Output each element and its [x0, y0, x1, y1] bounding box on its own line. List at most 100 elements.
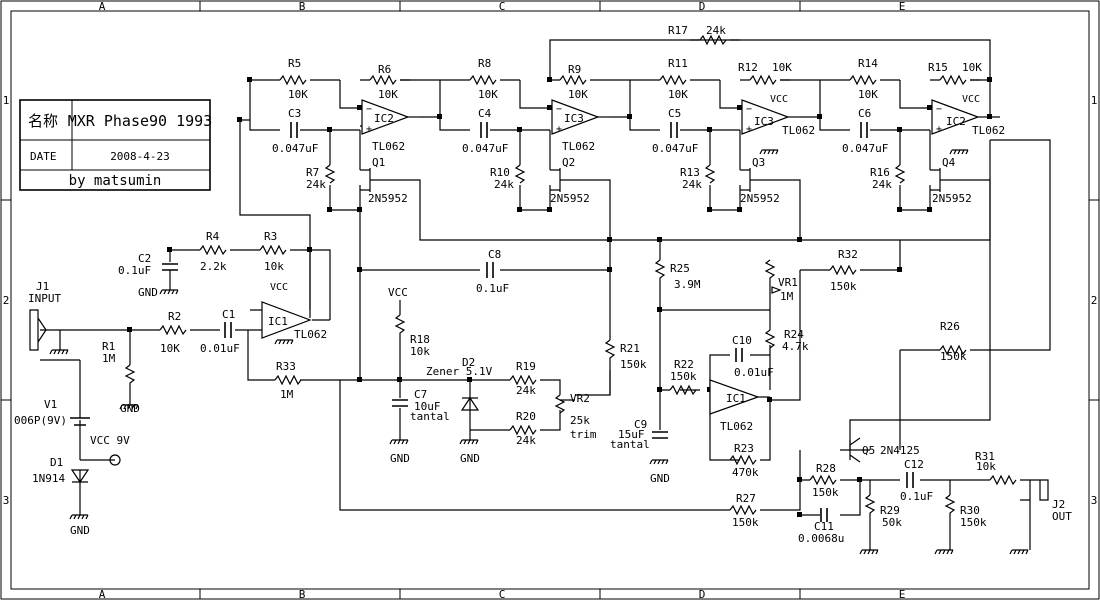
label-q2t: 2N5952 — [550, 192, 590, 205]
label-r6v: 10K — [378, 88, 398, 101]
label-vcc: VCC — [770, 94, 788, 105]
label-out: OUT — [1052, 510, 1072, 523]
row-label-1-right: 1 — [1091, 94, 1098, 107]
row-label-2: 2 — [3, 294, 10, 307]
label-ic1b_t: TL062 — [720, 420, 753, 433]
label-ic1b: IC1 — [726, 392, 746, 405]
label-r19: R19 — [516, 360, 536, 373]
opamp-ic3a — [551, 99, 610, 135]
label-r31v: 10k — [976, 460, 996, 473]
label-q1t: 2N5952 — [368, 192, 408, 205]
label-r15v: 10K — [962, 61, 982, 74]
label-r29v: 50k — [882, 516, 902, 529]
resistors-middle — [394, 259, 1017, 525]
label-r10: R10 — [490, 166, 510, 179]
frame-inner — [10, 10, 1090, 590]
col-label-c-bottom: C — [499, 588, 506, 600]
label-c12v: 0.1uF — [900, 490, 933, 503]
wire-top-bus — [249, 39, 1000, 131]
label-vr2t: trim — [570, 428, 597, 441]
col-label-c: C — [499, 0, 506, 13]
title-name-label: 名称 — [28, 112, 58, 130]
col-label-a-bottom: A — [99, 588, 106, 600]
label-r2: R2 — [168, 310, 181, 323]
label-r21v: 150k — [620, 358, 647, 371]
label-r5v: 10K — [288, 88, 308, 101]
label-v1: V1 — [44, 398, 57, 411]
label-c8v: 0.1uF — [476, 282, 509, 295]
label-r1: R1 — [102, 340, 115, 353]
col-label-a: A — [99, 0, 106, 13]
label-c3: C3 — [288, 107, 301, 120]
label-r19v: 24k — [516, 384, 536, 397]
label-c1v: 0.01uF — [200, 342, 240, 355]
transistor-q5 — [840, 437, 861, 463]
label-c8: C8 — [488, 248, 501, 261]
label-q5: Q5 — [862, 444, 875, 457]
label-r10v: 24k — [494, 178, 514, 191]
label-ic2a: IC2 — [374, 112, 394, 125]
label-c3v: 0.047uF — [272, 142, 318, 155]
title-block: 名称 MXR Phase90 1993 DATE 2008-4-23 by ma… — [19, 99, 212, 191]
label-r21: R21 — [620, 342, 640, 355]
label-r7v: 24k — [306, 178, 326, 191]
label-d2: D2 — [462, 356, 475, 369]
label-r3: R3 — [264, 230, 277, 243]
jfets — [360, 168, 945, 192]
label-r28: R28 — [816, 462, 836, 475]
label-ic2b_t: TL062 — [972, 124, 1005, 137]
junction-dots — [127, 77, 992, 517]
input-jack — [29, 309, 47, 351]
title-author: by matsumin — [69, 173, 162, 189]
label-gnd: GND — [120, 402, 140, 415]
label-q3: Q3 — [752, 156, 765, 169]
col-label-e-bottom: E — [899, 588, 906, 600]
label-c9t: tantal — [610, 438, 650, 451]
label-r26: R26 — [940, 320, 960, 333]
label-r6: R6 — [378, 63, 391, 76]
label-r23v: 470k — [732, 466, 759, 479]
opamp-ic2a — [361, 99, 420, 135]
label-r27v: 150k — [732, 516, 759, 529]
zener-d2 — [460, 396, 480, 411]
row-label-2-right: 2 — [1091, 294, 1098, 307]
label-d1t: 1N914 — [32, 472, 65, 485]
label-j2: J2 — [1052, 498, 1065, 511]
label-c12: C12 — [904, 458, 924, 471]
svg-text:+: + — [936, 124, 942, 135]
label-r16: R16 — [870, 166, 890, 179]
label-r13v: 24k — [682, 178, 702, 191]
label-r4: R4 — [206, 230, 220, 243]
row-label-3: 3 — [3, 494, 10, 507]
label-r18: R18 — [410, 333, 430, 346]
label-r27: R27 — [736, 492, 756, 505]
label-r8v: 10K — [478, 88, 498, 101]
caps-middle — [392, 348, 914, 522]
label-r17v: 24k — [706, 24, 726, 37]
label-r16v: 24k — [872, 178, 892, 191]
label-gnd: GND — [650, 472, 670, 485]
label-r9v: 10K — [568, 88, 588, 101]
label-v1t: 006P(9V) — [14, 414, 67, 427]
opamp-ic3b — [741, 99, 800, 135]
label-c7v: 10uF — [414, 400, 441, 413]
label-r18v: 10k — [410, 345, 430, 358]
col-label-e: E — [899, 0, 906, 13]
label-vcc: VCC — [962, 94, 980, 105]
label-c6v: 0.047uF — [842, 142, 888, 155]
label-vr1v: 1M — [780, 290, 794, 303]
output-jack — [1039, 479, 1049, 501]
vcc-terminal — [109, 454, 121, 466]
svg-text:−: − — [556, 104, 562, 115]
label-c10: C10 — [732, 334, 752, 347]
label-r7: R7 — [306, 166, 319, 179]
col-label-b: B — [299, 0, 306, 13]
svg-text:−: − — [746, 104, 752, 115]
label-r20: R20 — [516, 410, 536, 423]
label-r11v: 10K — [668, 88, 688, 101]
label-ic3b: IC3 — [754, 115, 774, 128]
label-c11v: 0.0068u — [798, 532, 844, 545]
resistors-top — [279, 34, 967, 184]
label-r29: R29 — [880, 504, 900, 517]
